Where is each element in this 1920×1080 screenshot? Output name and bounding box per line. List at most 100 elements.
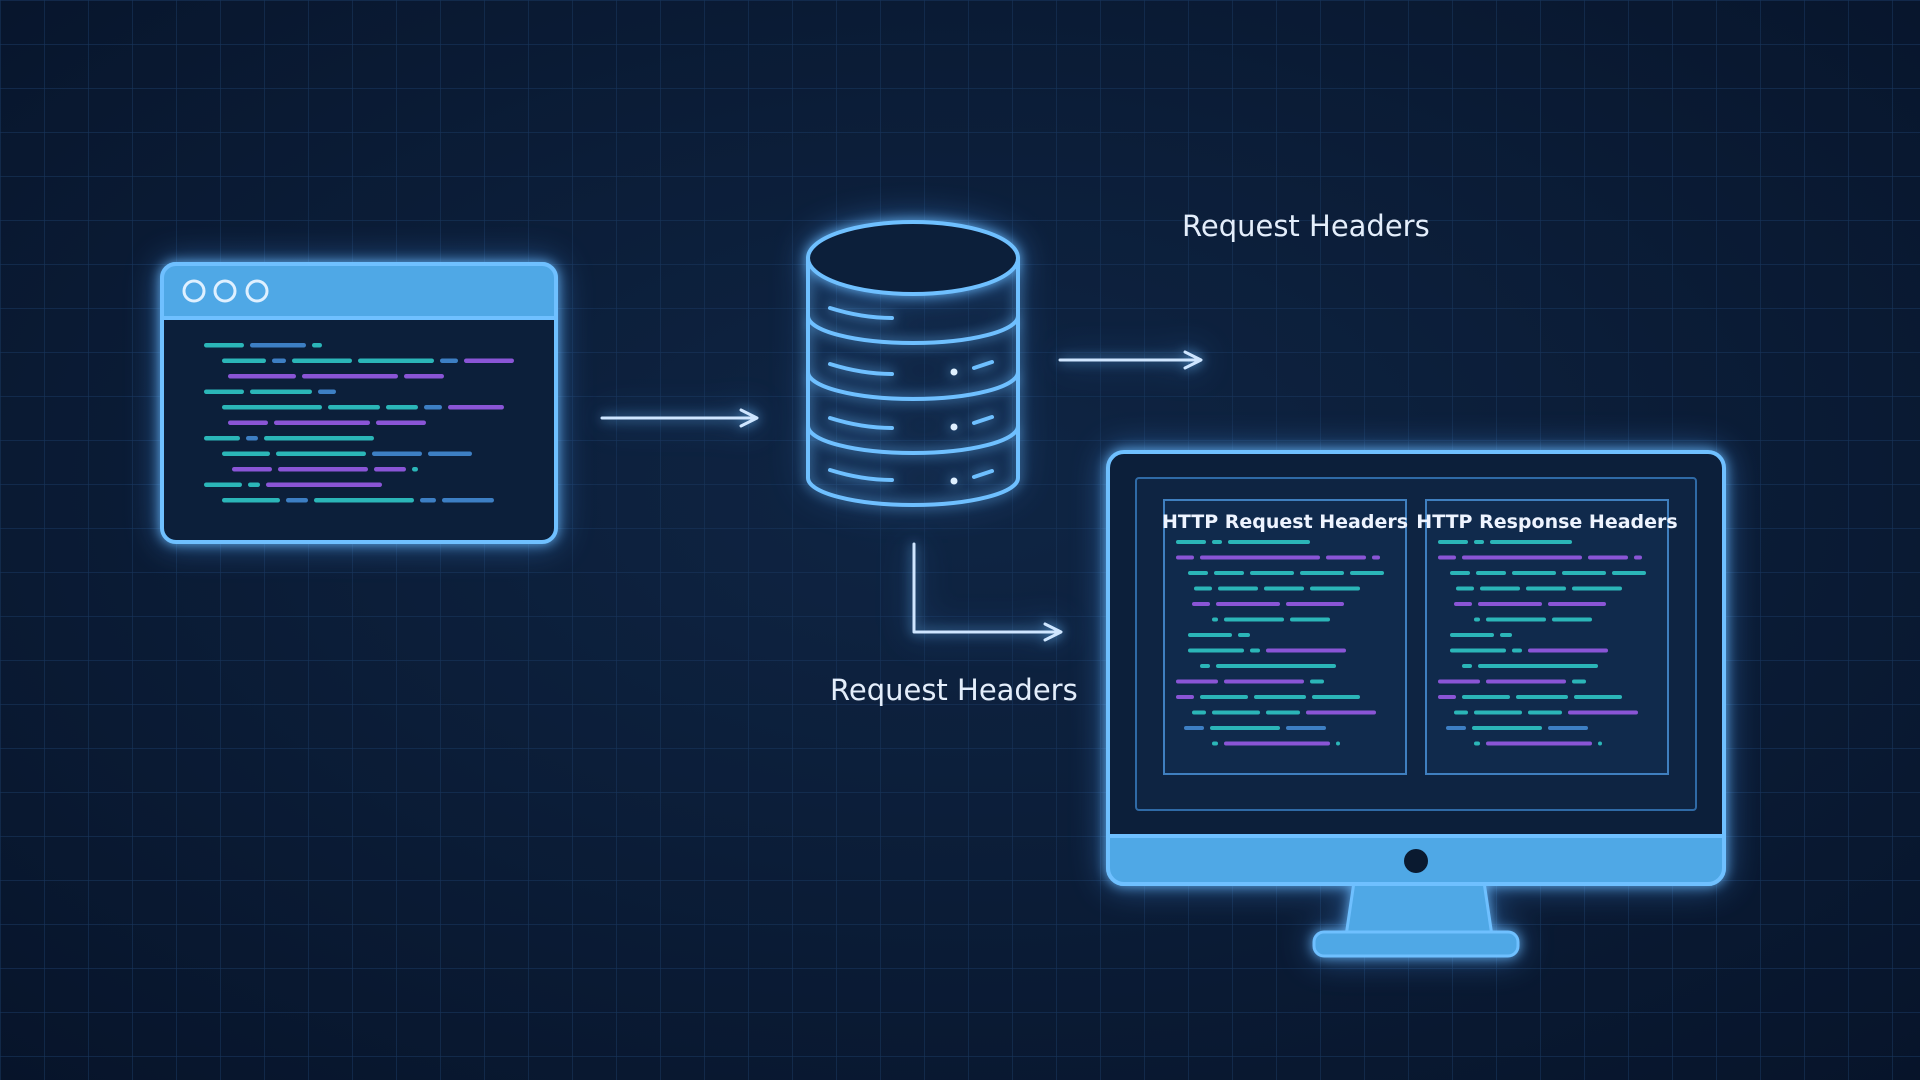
code-line-segment	[1224, 679, 1304, 684]
code-line-segment	[464, 358, 514, 363]
server-slot	[828, 468, 894, 482]
code-line-segment	[302, 374, 398, 379]
code-line-segment	[1450, 571, 1470, 575]
code-line-segment	[1216, 602, 1280, 606]
monitor-stand-base	[1312, 930, 1520, 958]
code-line-segment	[1574, 695, 1622, 699]
server-slot-short	[972, 415, 994, 425]
code-line-segment	[1528, 710, 1562, 715]
code-line-segment	[266, 482, 382, 487]
server-ring	[806, 314, 1020, 345]
code-line-segment	[1286, 726, 1326, 730]
code-line-segment	[1474, 741, 1480, 746]
code-line-segment	[1438, 555, 1456, 560]
code-line-segment	[1188, 648, 1244, 653]
code-line-segment	[420, 498, 436, 503]
code-line-segment	[1438, 540, 1468, 544]
code-line-segment	[1480, 586, 1520, 591]
code-line-segment	[222, 498, 280, 503]
server-ring	[806, 370, 1020, 401]
server-top-disk	[806, 220, 1020, 296]
server-slot-short	[972, 360, 994, 370]
code-line-segment	[272, 358, 286, 363]
code-line-segment	[1290, 617, 1330, 622]
top-arrow-label: Request Headers	[1182, 209, 1430, 243]
code-line-segment	[1310, 679, 1324, 684]
code-line-segment	[1438, 695, 1456, 699]
code-line-segment	[1634, 555, 1642, 560]
code-line-segment	[1552, 617, 1592, 622]
desktop-monitor-icon	[1106, 450, 1726, 958]
code-line-segment	[1250, 571, 1294, 575]
code-line-segment	[1212, 540, 1222, 544]
code-line-segment	[372, 451, 422, 456]
code-line-segment	[1176, 555, 1194, 560]
code-line-segment	[404, 374, 444, 379]
server-led	[950, 368, 958, 376]
server-led	[950, 423, 958, 431]
code-line-segment	[1462, 664, 1472, 668]
code-line-segment	[1526, 586, 1566, 591]
code-line-segment	[448, 405, 504, 410]
code-line-segment	[1326, 555, 1366, 560]
code-line-segment	[412, 467, 418, 472]
code-line-segment	[1438, 679, 1480, 684]
code-line-segment	[1516, 695, 1568, 699]
code-line-segment	[1512, 648, 1522, 653]
code-line-segment	[222, 405, 322, 410]
code-line-segment	[1486, 617, 1546, 622]
browser-code-lines	[204, 343, 514, 503]
code-line-segment	[276, 451, 366, 456]
request-headers-code-lines	[1176, 540, 1384, 746]
code-line-segment	[222, 451, 270, 456]
database-server-icon	[806, 220, 1020, 507]
code-line-segment	[1472, 726, 1542, 730]
code-line-segment	[1300, 571, 1344, 575]
code-line-segment	[442, 498, 494, 503]
code-line-segment	[1176, 540, 1206, 544]
server-slot	[828, 362, 894, 376]
code-line-segment	[1212, 710, 1260, 715]
code-line-segment	[232, 467, 272, 472]
code-line-segment	[1218, 586, 1258, 591]
code-line-segment	[1254, 695, 1306, 699]
code-line-segment	[1176, 695, 1194, 699]
code-line-segment	[1312, 695, 1360, 699]
browser-dot-icon	[245, 279, 269, 303]
code-line-segment	[264, 436, 374, 441]
code-line-segment	[1512, 571, 1556, 575]
code-line-segment	[358, 358, 434, 363]
code-line-segment	[1266, 648, 1346, 653]
code-line-segment	[1562, 571, 1606, 575]
server-slot	[828, 416, 894, 430]
code-line-segment	[1266, 710, 1300, 715]
code-line-segment	[248, 482, 260, 487]
code-line-segment	[222, 358, 266, 363]
code-line-segment	[1216, 664, 1336, 668]
code-line-segment	[1228, 540, 1310, 544]
monitor-power-button	[1404, 849, 1428, 873]
code-line-segment	[292, 358, 352, 363]
code-line-segment	[1474, 617, 1480, 622]
code-line-segment	[1568, 710, 1638, 715]
code-line-segment	[428, 451, 472, 456]
code-line-segment	[1486, 741, 1592, 746]
bottom-arrow-label: Request Headers	[830, 673, 1078, 707]
code-line-segment	[1224, 617, 1284, 622]
code-line-segment	[228, 420, 268, 425]
code-line-segment	[1310, 586, 1360, 591]
code-line-segment	[1184, 726, 1204, 730]
code-line-segment	[1336, 741, 1340, 746]
code-line-segment	[1214, 571, 1244, 575]
code-line-segment	[250, 343, 306, 348]
code-line-segment	[1588, 555, 1628, 560]
code-line-segment	[1548, 726, 1588, 730]
code-line-segment	[204, 436, 240, 441]
code-line-segment	[286, 498, 308, 503]
browser-window-icon	[160, 262, 558, 544]
monitor-neck	[1344, 880, 1494, 938]
code-line-segment	[1456, 586, 1474, 591]
server-slot-short	[972, 469, 994, 479]
code-line-segment	[374, 467, 406, 472]
